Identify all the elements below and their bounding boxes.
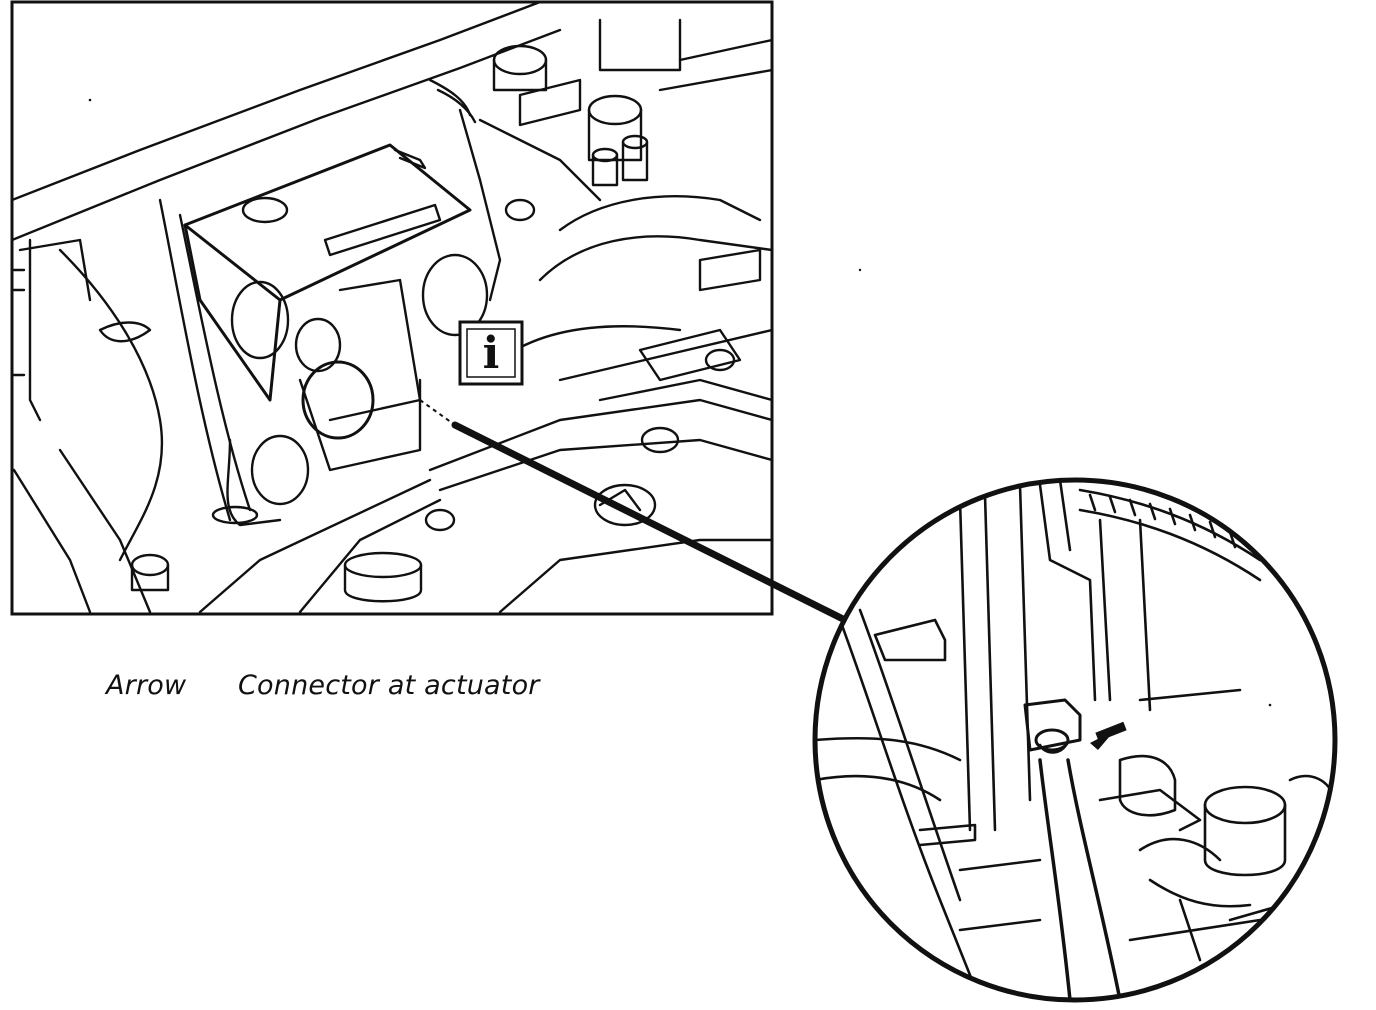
arrow-indicator (1090, 721, 1127, 750)
leader-line (419, 399, 849, 624)
info-icon: i (483, 328, 500, 379)
caption-key-label: Arrow (106, 670, 187, 701)
caption-description: Connector at actuator (238, 670, 540, 701)
info-badge: i (458, 320, 524, 386)
main-view (10, 0, 774, 616)
scan-specks (88, 98, 1272, 707)
detail-zoom-view (812, 477, 1338, 1003)
